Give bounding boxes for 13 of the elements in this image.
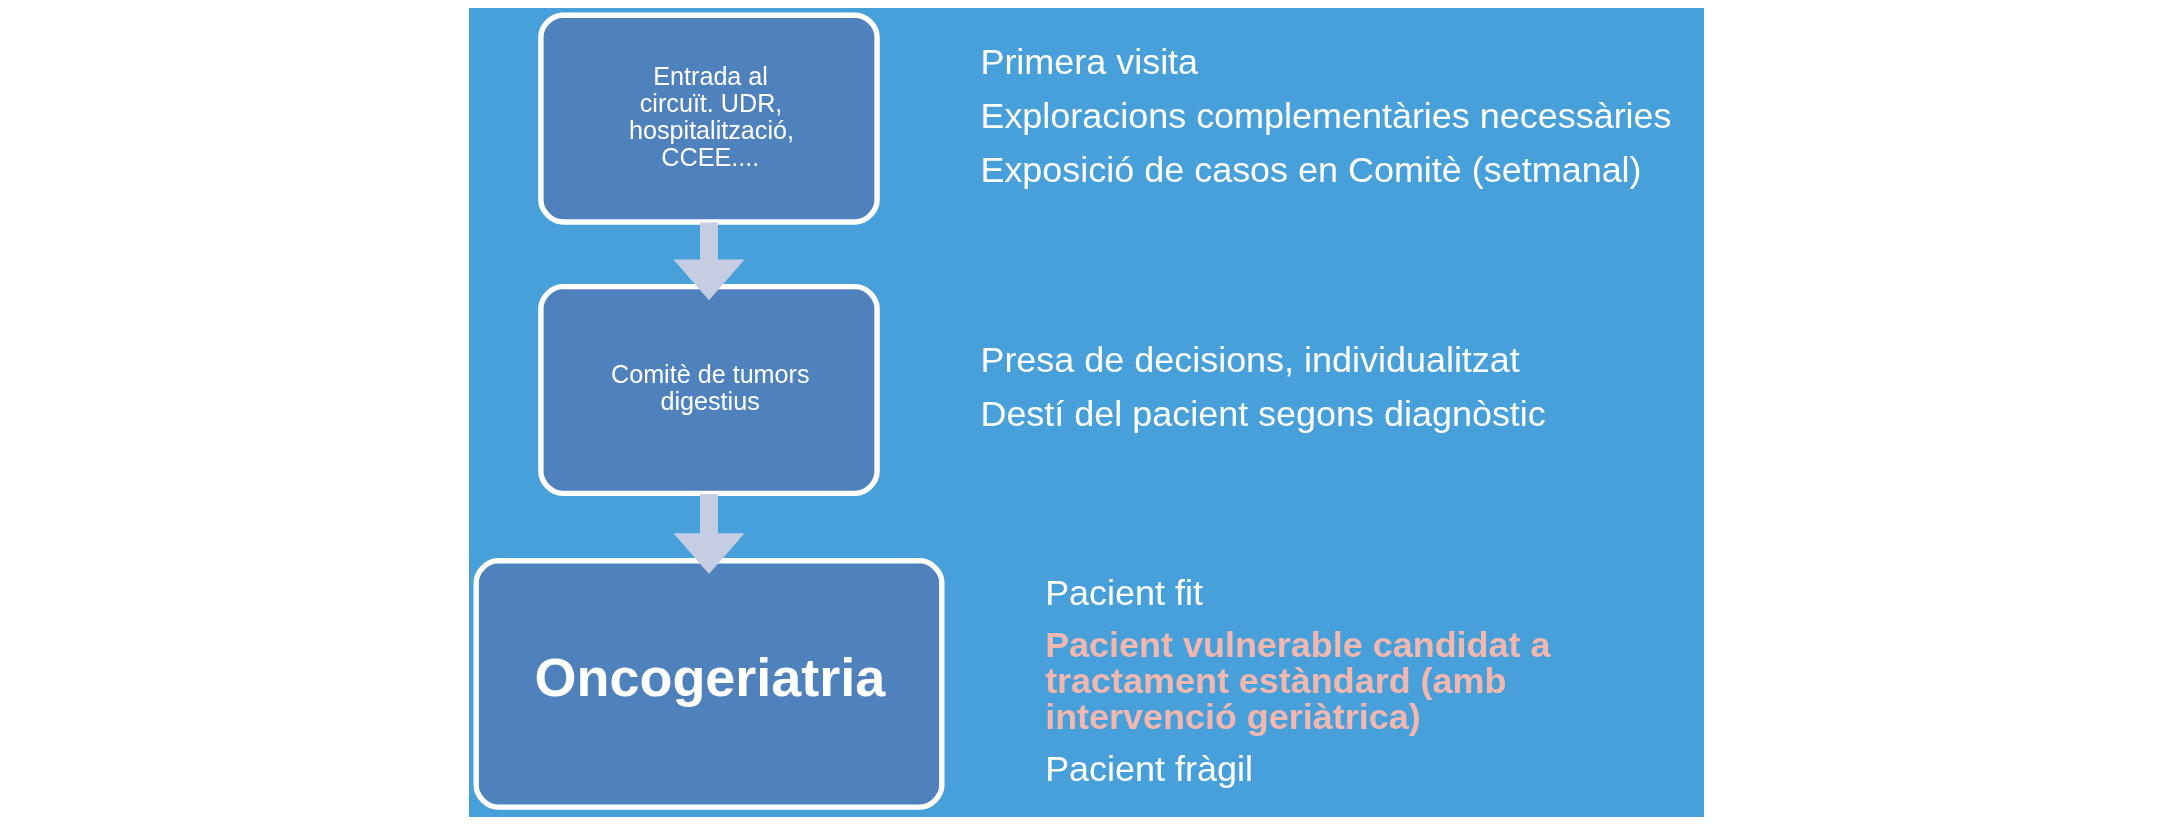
arrow (673, 222, 745, 301)
node-box: Oncogeriatria (473, 558, 945, 810)
arrow (673, 494, 745, 574)
node-label: Exploracions complementàries necessàries (980, 94, 1672, 136)
node-label: Exposició de casos en Comitè (setmanal) (980, 148, 1642, 190)
node-label: Pacient vulnerable candidat a tractament estàndard (amb intervenció geriàtrica) (1045, 623, 1551, 737)
node-label: Destí del pacient segons diagnòstic (980, 392, 1546, 434)
node-label: Pacient fit (1045, 571, 1203, 613)
node-box: Entrada al circuït. UDR, hospitalització, CCEE.... (538, 12, 880, 225)
node-label: Presa de decisions, individualitzat (980, 339, 1520, 381)
node-box: Comitè de tumors digestius (538, 283, 880, 497)
node-label: Primera visita (980, 40, 1199, 82)
node-label: Pacient fràgil (1045, 748, 1253, 790)
